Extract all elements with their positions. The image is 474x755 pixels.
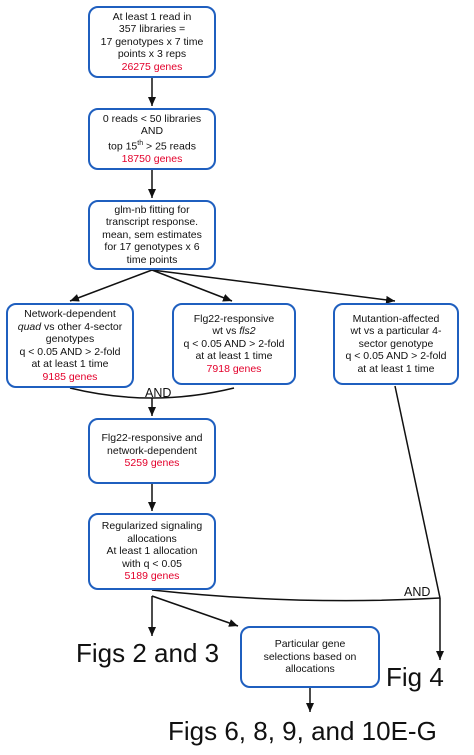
box-text: mean, sem estimates — [102, 228, 202, 241]
box-text: q < 0.05 AND > 2-fold — [345, 350, 447, 363]
step-box-mutation-affected: Mutantion-affected wt vs a particular 4-… — [333, 303, 459, 385]
step-box-gene-selections: Particular gene selections based on allo… — [240, 626, 380, 688]
box-text: 0 reads < 50 libraries — [102, 112, 202, 125]
box-text: at at least 1 time — [31, 358, 109, 370]
box-text: genotypes — [45, 333, 95, 345]
box-text: Flg22-responsive — [193, 312, 275, 325]
box-text: time points — [126, 253, 178, 266]
box-text: Particular gene — [274, 638, 346, 651]
box-text: at at least 1 time — [195, 350, 273, 363]
box-text: network-dependent — [107, 444, 197, 457]
gene-count: 26275 genes — [121, 60, 183, 73]
figure-ref-figs-2-3: Figs 2 and 3 — [76, 638, 220, 668]
arrow-b3-b6 — [151, 269, 396, 304]
step-box-flg22-responsive: Flg22-responsive wt vs fls2 q < 0.05 AND… — [172, 303, 296, 385]
box-text: 357 libraries = — [118, 23, 186, 36]
box-text: AND — [140, 125, 164, 138]
box-text: allocations — [127, 532, 177, 545]
box-text: selections based on — [263, 650, 357, 663]
arrow-b3-b5 — [151, 269, 233, 302]
box-text: 17 genotypes x 7 time — [100, 35, 204, 48]
box-text: Regularized signaling — [101, 520, 203, 533]
line-b6-down — [394, 385, 441, 599]
step-box-glm-fitting: glm-nb fitting for transcript response. … — [88, 200, 216, 270]
box-text: wt vs fls2 — [212, 325, 256, 338]
box-text: Network-dependent — [24, 308, 116, 320]
box-text: at at least 1 time — [357, 362, 435, 375]
box-text: glm-nb fitting for — [114, 203, 190, 216]
gene-count: 7918 genes — [206, 362, 262, 375]
arrow-to-b9 — [151, 595, 239, 627]
step-box-regularized-allocations: Regularized signaling allocations At lea… — [88, 513, 216, 590]
step-box-network-dependent: Network-dependent quad vs other 4-sector… — [6, 303, 134, 388]
box-text: At least 1 allocation — [106, 545, 198, 558]
box-text: Mutantion-affected — [352, 312, 440, 325]
gene-count: 5259 genes — [124, 457, 180, 470]
and-label-top: AND — [145, 386, 172, 400]
and-label-bottom: AND — [404, 585, 431, 599]
step-box-flg22-and-network: Flg22-responsive and network-dependent 5… — [88, 418, 216, 484]
box-text: wt vs a particular 4- — [350, 325, 442, 338]
arrow-b3-b4 — [69, 269, 153, 302]
and-merge-bottom — [151, 589, 441, 602]
step-box-read-filter: At least 1 read in 357 libraries = 17 ge… — [88, 6, 216, 78]
box-text: top 15th > 25 reads — [108, 139, 196, 153]
gene-count: 18750 genes — [121, 152, 183, 165]
box-text: q < 0.05 AND > 2-fold — [183, 337, 285, 350]
figure-ref-figs-6-8-9-10: Figs 6, 8, 9, and 10E-G — [168, 716, 437, 746]
box-text: points x 3 reps — [117, 48, 187, 61]
box-text: with q < 0.05 — [122, 557, 182, 570]
box-text: transcript response. — [105, 216, 199, 229]
step-box-expression-filter: 0 reads < 50 libraries AND top 15th > 25… — [88, 108, 216, 170]
gene-count: 9185 genes — [42, 370, 98, 383]
box-text: q < 0.05 AND > 2-fold — [19, 345, 121, 358]
box-text: for 17 genotypes x 6 — [104, 241, 200, 254]
and-merge-curve — [69, 387, 235, 399]
box-text: quad vs other 4-sector — [17, 320, 123, 333]
gene-count: 5189 genes — [124, 570, 180, 583]
figure-ref-fig-4: Fig 4 — [386, 662, 444, 692]
box-text: At least 1 read in — [112, 10, 192, 23]
box-text: allocations — [285, 663, 335, 676]
box-text: Flg22-responsive and — [101, 432, 203, 445]
box-text: sector genotype — [358, 337, 434, 350]
